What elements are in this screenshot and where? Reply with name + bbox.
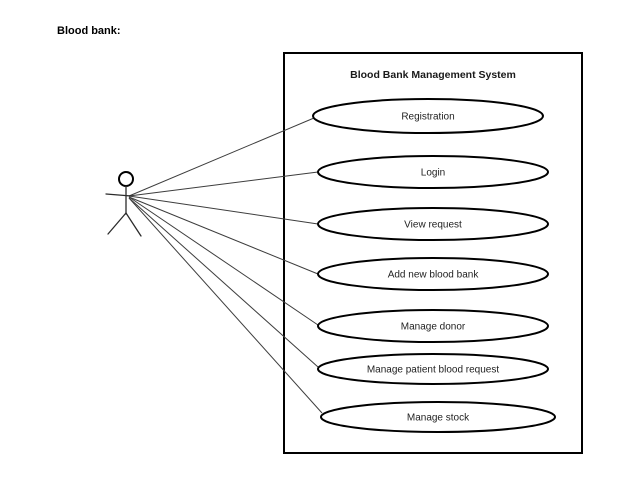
usecase-manage-stock: Manage stock [320, 401, 556, 433]
usecase-label: Manage patient blood request [367, 365, 500, 376]
association-actor-manage-stock [128, 197, 323, 414]
usecase-ellipse [317, 309, 549, 343]
usecase-ellipse [317, 155, 549, 189]
association-actor-login [128, 171, 319, 197]
association-actor-view-request [128, 195, 319, 225]
actor-head-icon [118, 171, 134, 187]
actor-arms [105, 193, 132, 197]
usecase-ellipse [320, 401, 556, 433]
usecase-registration: Registration [312, 98, 544, 134]
association-actor-manage-donor [128, 196, 319, 326]
usecase-manage-patient-blood-request: Manage patient blood request [317, 353, 549, 385]
actor-right-leg [125, 212, 142, 237]
usecase-ellipse [312, 98, 544, 134]
actor-figure [105, 171, 142, 237]
usecase-label: Add new blood bank [388, 270, 480, 281]
usecase-view-request: View request [317, 207, 549, 241]
usecase-ellipse [317, 353, 549, 385]
usecase-ellipse [317, 207, 549, 241]
usecase-label: View request [404, 220, 462, 231]
system-title: Blood Bank Management System [350, 69, 516, 81]
association-actor-add-new-blood-bank [128, 196, 319, 275]
usecase-label: Registration [401, 112, 454, 123]
usecase-add-new-blood-bank: Add new blood bank [317, 257, 549, 291]
actor-left-leg [107, 212, 127, 235]
page-title: Blood bank: [57, 25, 121, 37]
usecase-manage-donor: Manage donor [317, 309, 549, 343]
usecase-login: Login [317, 155, 549, 189]
usecase-label: Manage donor [401, 322, 466, 333]
usecase-label: Manage stock [407, 413, 470, 424]
system-boundary [283, 52, 583, 454]
association-lines [128, 117, 323, 414]
association-actor-manage-patient-blood-request [128, 197, 319, 368]
usecase-ellipse [317, 257, 549, 291]
usecase-label: Login [421, 168, 445, 179]
association-actor-registration [128, 117, 315, 197]
